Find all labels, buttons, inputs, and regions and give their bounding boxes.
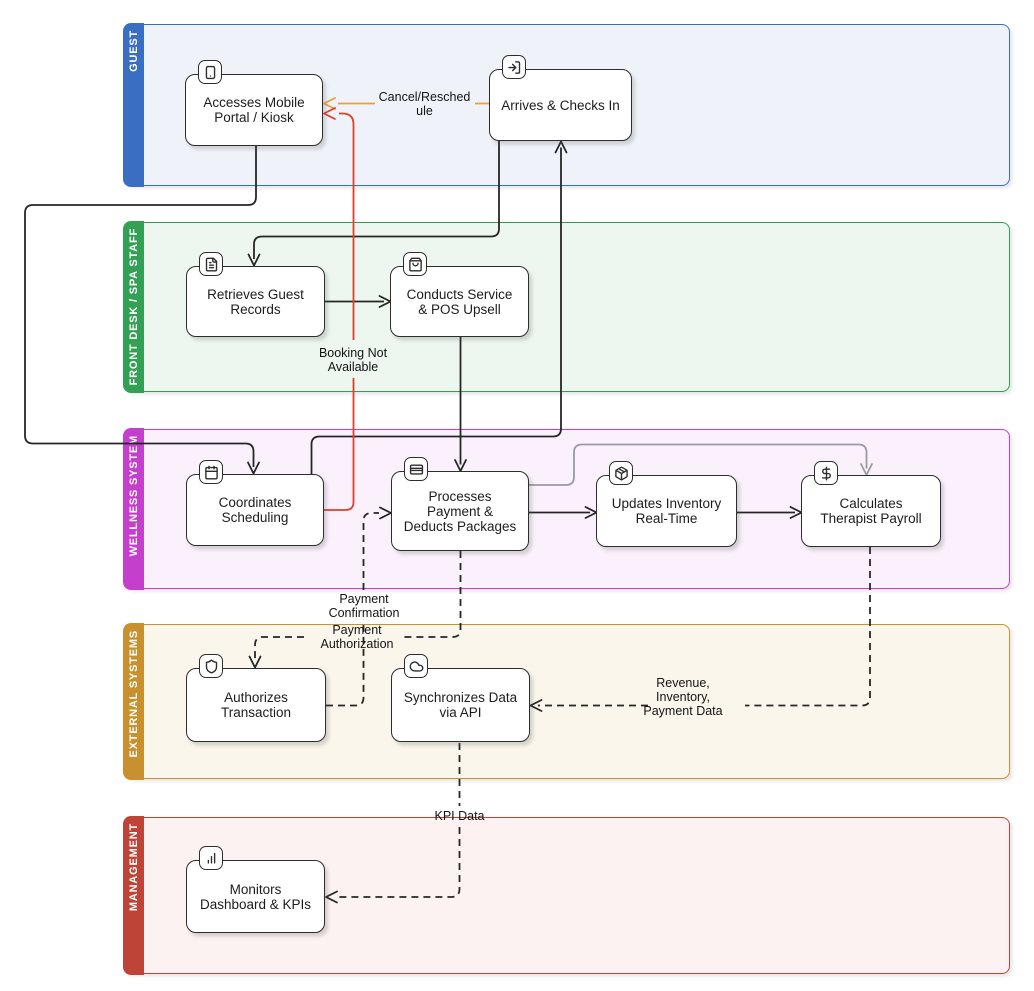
node-label: Processes Payment & Deducts Packages [403,488,517,534]
edge-coordinates-to-arrives [310,140,568,474]
dollar-sign-icon [814,461,838,485]
node-processes-payment[interactable]: Processes Payment & Deducts Packages [391,457,529,551]
edge-kiosk-to-coordinates [24,146,260,475]
node-label: Retrieves Guest Records [207,286,304,317]
package-icon [609,461,633,485]
lane-front-desk-header [123,221,145,393]
cloud-icon [404,654,428,678]
node-accesses-mobile-portal[interactable]: Accesses Mobile Portal / Kiosk [185,60,323,146]
lane-wellness-system-header [123,428,145,590]
lane-external-systems [123,623,1010,780]
file-text-icon [199,252,223,276]
credit-card-icon [404,457,428,481]
node-synchronizes-data[interactable]: Synchronizes Data via API [391,654,530,742]
edge-payment-authorization [248,551,462,669]
edge-booking-not-available [323,107,355,511]
lane-guest-header [123,23,145,187]
edge-updates-to-calculates [737,506,803,519]
shopping-bag-icon [403,252,427,276]
node-authorizes-transaction[interactable]: Authorizes Transaction [186,654,326,742]
edge-label-revenue-data: Revenue, Inventory, Payment Data [643,676,723,718]
node-label: Coordinates Scheduling [218,495,292,525]
calendar-icon [199,460,223,484]
node-label: Calculates Therapist Payroll [820,496,922,526]
lane-external-systems-header [123,623,145,780]
smartphone-icon [198,60,222,84]
edge-retrieves-to-conducts [325,295,392,308]
node-arrives-checks-in[interactable]: Arrives & Checks In [489,55,632,141]
log-in-icon [502,55,526,79]
node-label: Arrives & Checks In [501,97,620,113]
node-coordinates-scheduling[interactable]: Coordinates Scheduling [186,460,324,546]
edge-processes-to-updates [529,506,598,519]
node-conducts-service[interactable]: Conducts Service & POS Upsell [390,252,529,337]
edge-label-payment-authorization: Payment Authorization [320,622,394,651]
edge-conducts-to-processes [454,337,467,472]
node-label: Authorizes Transaction [220,690,292,720]
edge-arrives-to-retrieves [247,141,500,267]
node-retrieves-guest-records[interactable]: Retrieves Guest Records [186,252,325,337]
node-updates-inventory[interactable]: Updates Inventory Real-Time [596,461,737,547]
node-label: Monitors Dashboard & KPIs [199,881,312,912]
edge-revenue-data [529,547,871,712]
edge-label-payment-confirmation: Payment Confirmation [328,592,400,620]
node-calculates-payroll[interactable]: Calculates Therapist Payroll [801,461,941,547]
node-label: Accesses Mobile Portal / Kiosk [203,95,305,125]
lane-management-header [123,816,145,975]
node-label: Conducts Service & POS Upsell [406,286,513,317]
node-monitors-dashboard[interactable]: Monitors Dashboard & KPIs [186,846,325,933]
edge-cancel-reschedule [323,97,489,110]
node-label: Updates Inventory Real-Time [611,496,722,526]
edge-label-cancel-reschedule: Cancel/Resched ule [378,90,471,118]
edge-label-kpi-data: KPI Data [434,809,485,823]
node-label: Synchronizes Data via API [403,690,518,720]
edge-label-booking-not-available: Booking Not Available [318,346,388,374]
edge-kpi-data [325,743,461,904]
shield-icon [199,654,223,678]
bar-chart-icon [199,846,223,870]
